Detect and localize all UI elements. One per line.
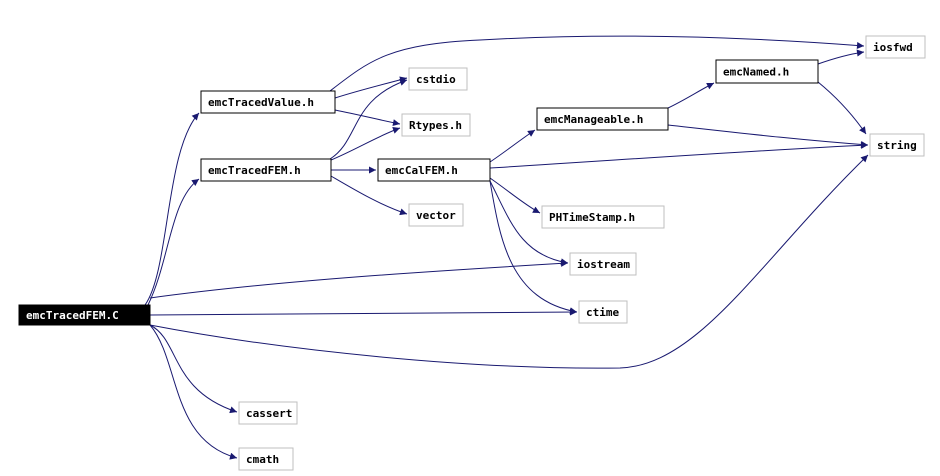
edge-emcNamed_h-to-string	[817, 81, 867, 135]
edge-emcManageable_h-to-string	[667, 124, 869, 148]
edge-emcManageable_h-to-emcNamed_h	[667, 82, 715, 109]
edge-emcCalFEM_h-to-emcManageable_h	[489, 129, 536, 163]
node-label-emcManageable_h: emcManageable.h	[544, 113, 643, 126]
node-label-emcCalFEM_h: emcCalFEM.h	[385, 164, 458, 177]
edge-emcTracedFEM_C-to-emcTracedFEM_h	[147, 178, 200, 306]
node-box-emcCalFEM_h	[377, 158, 491, 182]
node-box-ctime	[578, 300, 628, 324]
node-iostream: iostream	[569, 252, 637, 276]
node-emcCalFEM_h[interactable]: emcCalFEM.h	[377, 158, 491, 182]
node-cassert: cassert	[238, 401, 298, 425]
node-emcTracedFEM_h[interactable]: emcTracedFEM.h	[200, 158, 332, 182]
edge-emcTracedValue_h-to-iosfwd	[329, 35, 865, 92]
node-label-emcTracedValue_h: emcTracedValue.h	[208, 96, 314, 109]
node-PHTimeStamp_h: PHTimeStamp.h	[541, 205, 665, 229]
node-box-emcNamed_h	[715, 59, 819, 84]
edge-emcTracedFEM_h-to-vector	[330, 175, 408, 216]
node-label-emcTracedFEM_C: emcTracedFEM.C	[26, 309, 119, 322]
edge-emcTracedFEM_C-to-iostream	[149, 259, 569, 299]
node-ctime: ctime	[578, 300, 628, 324]
node-label-vector: vector	[416, 209, 456, 222]
node-emcNamed_h[interactable]: emcNamed.h	[715, 59, 819, 84]
node-box-cassert	[238, 401, 298, 425]
edge-emcTracedFEM_C-to-string	[149, 154, 869, 369]
edges-layer	[144, 35, 869, 460]
node-label-emcNamed_h: emcNamed.h	[723, 66, 789, 79]
node-label-cassert: cassert	[246, 407, 292, 420]
edge-emcTracedFEM_C-to-cmath	[149, 324, 238, 460]
node-iosfwd: iosfwd	[865, 35, 926, 59]
node-box-PHTimeStamp_h	[541, 205, 665, 229]
edge-emcCalFEM_h-to-string	[489, 141, 869, 169]
edge-emcTracedFEM_h-to-Rtypes_h	[330, 127, 401, 161]
node-emcTracedValue_h[interactable]: emcTracedValue.h	[200, 90, 336, 114]
node-box-string	[869, 133, 925, 157]
node-Rtypes_h: Rtypes.h	[401, 113, 471, 137]
edge-emcTracedValue_h-to-Rtypes_h	[334, 109, 401, 127]
edge-emcTracedFEM_C-to-ctime	[149, 308, 578, 316]
node-label-PHTimeStamp_h: PHTimeStamp.h	[549, 211, 635, 224]
node-box-iostream	[569, 252, 637, 276]
node-cstdio: cstdio	[408, 67, 468, 91]
edge-emcTracedFEM_C-to-cassert	[149, 324, 238, 414]
node-vector: vector	[408, 203, 464, 227]
node-box-emcTracedFEM_C	[18, 304, 151, 326]
edge-emcCalFEM_h-to-ctime	[489, 180, 578, 315]
node-label-ctime: ctime	[586, 306, 619, 319]
edge-emcTracedFEM_h-to-cstdio	[329, 79, 408, 160]
edge-emcNamed_h-to-iosfwd	[817, 49, 865, 65]
node-box-emcTracedValue_h	[200, 90, 336, 114]
nodes-layer: emcTracedFEM.C emcTracedValue.h emcTracedF…	[18, 35, 926, 471]
node-label-emcTracedFEM_h: emcTracedFEM.h	[208, 164, 301, 177]
edge-emcCalFEM_h-to-iostream	[489, 180, 569, 266]
node-label-cmath: cmath	[246, 453, 279, 466]
node-label-Rtypes_h: Rtypes.h	[409, 119, 462, 132]
node-emcTracedFEM_C[interactable]: emcTracedFEM.C	[18, 304, 151, 326]
node-box-iosfwd	[865, 35, 926, 59]
node-label-iosfwd: iosfwd	[873, 41, 913, 54]
edge-emcCalFEM_h-to-PHTimeStamp_h	[489, 177, 541, 214]
edge-emcTracedFEM_C-to-emcTracedValue_h	[144, 112, 200, 306]
node-box-emcTracedFEM_h	[200, 158, 332, 182]
node-box-vector	[408, 203, 464, 227]
node-label-iostream: iostream	[577, 258, 630, 271]
node-cmath: cmath	[238, 447, 294, 471]
node-label-string: string	[877, 139, 917, 152]
edge-emcTracedValue_h-to-cstdio	[334, 76, 408, 99]
node-emcManageable_h[interactable]: emcManageable.h	[536, 107, 669, 131]
node-box-Rtypes_h	[401, 113, 471, 137]
node-box-cstdio	[408, 67, 468, 91]
node-box-emcManageable_h	[536, 107, 669, 131]
node-box-cmath	[238, 447, 294, 471]
node-string: string	[869, 133, 925, 157]
node-label-cstdio: cstdio	[416, 73, 456, 86]
